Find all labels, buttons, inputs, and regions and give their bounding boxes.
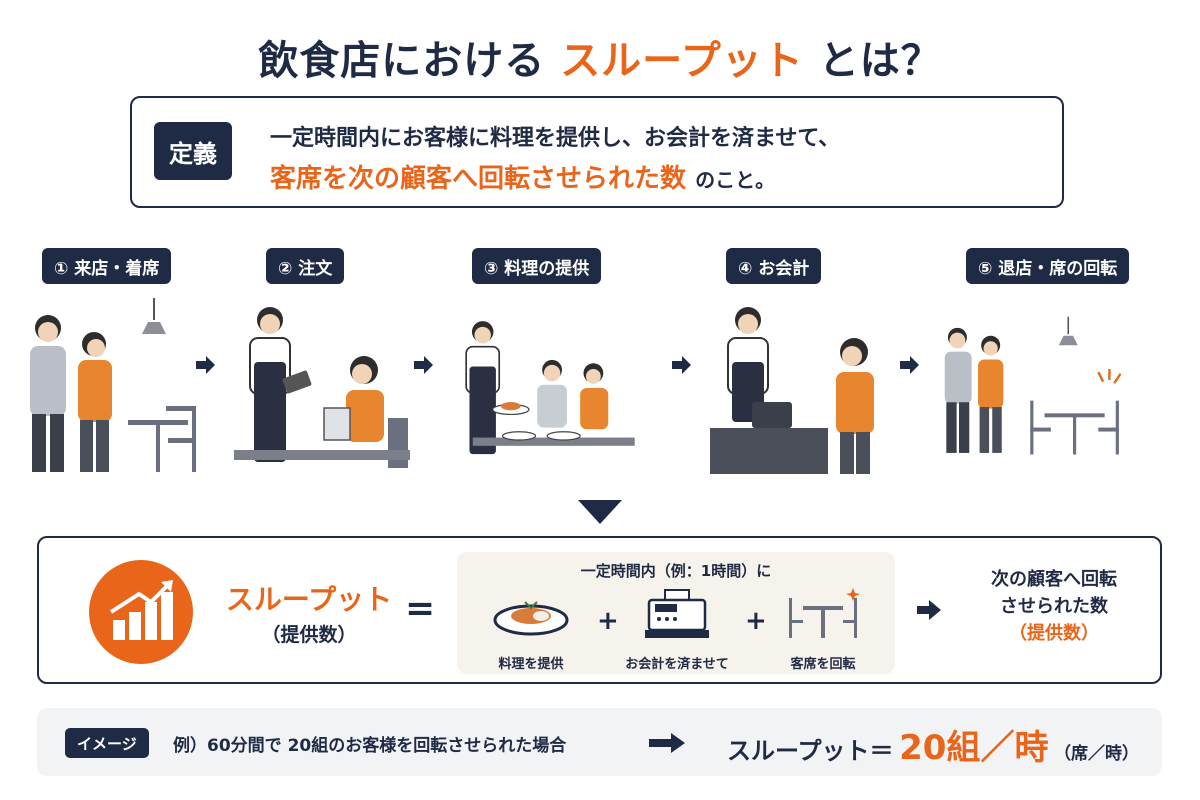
register-icon <box>645 589 709 638</box>
title-accent: スループット <box>560 38 804 84</box>
time-condition-label: 一定時間内（例：1時間）に <box>580 562 772 580</box>
step-label-1: ① 来店・着席 <box>42 248 172 284</box>
example-result-value: 20組／時 <box>899 728 1049 768</box>
formula-box: スループット （提供数） = 一定時間内（例：1時間）に 料理を提供 + お会計… <box>37 536 1162 684</box>
definition-tail: のこと。 <box>695 168 776 192</box>
equals-sign: = <box>405 588 436 629</box>
scene-leaving-illustration <box>944 316 1122 455</box>
formula-result: 次の顧客へ回転 させられた数 （提供数） <box>959 566 1149 647</box>
definition-box: 定義 一定時間内にお客様に料理を提供し、お会計を済ませて、 客席を次の顧客へ回転… <box>130 96 1064 208</box>
arrow-right-icon <box>649 733 685 753</box>
component-checkout: お会計を済ませて <box>617 588 737 672</box>
dish-icon <box>493 601 569 636</box>
result-line3: （提供数） <box>1009 623 1099 644</box>
title-suffix: とは？ <box>818 38 942 84</box>
definition-highlight: 客席を次の顧客へ回転させられた数 <box>270 164 687 194</box>
arrow-right-icon <box>917 600 941 620</box>
definition-line1: 一定時間内にお客様に料理を提供し、お会計を済ませて、 <box>270 126 841 151</box>
example-bar: イメージ 例）60分間で 20組のお客様を回転させられた場合 スループット＝ 2… <box>37 708 1162 776</box>
plus-sign: + <box>745 606 767 636</box>
scene-order-illustration <box>234 307 410 468</box>
table-icon <box>789 588 860 638</box>
result-line1: 次の顧客へ回転 <box>991 569 1117 590</box>
arrow-right-icon <box>900 356 919 374</box>
component-caption: 料理を提供 <box>498 657 564 672</box>
example-badge: イメージ <box>65 728 149 758</box>
title-prefix: 飲食店における <box>258 38 546 84</box>
example-text: 例）60分間で 20組のお客様を回転させられた場合 <box>173 736 567 756</box>
component-caption: お会計を済ませて <box>625 657 729 672</box>
growth-chart-icon <box>89 560 193 664</box>
throughput-label: スループット <box>225 583 393 616</box>
definition-badge: 定義 <box>154 122 232 180</box>
down-triangle-icon <box>578 500 622 524</box>
step-label-2: ② 注文 <box>266 248 345 284</box>
throughput-sublabel: （提供数） <box>261 624 357 646</box>
example-result-label: スループット＝ <box>727 737 894 765</box>
step-label-4: ④ お会計 <box>726 248 822 284</box>
step-label-5: ⑤ 退店・席の回転 <box>966 248 1130 284</box>
scene-checkout-illustration <box>710 307 874 474</box>
component-serve-food: 料理を提供 <box>471 588 591 672</box>
formula-components-panel: 一定時間内（例：1時間）に 料理を提供 + お会計を済ませて + <box>457 552 895 674</box>
definition-line2: 客席を次の顧客へ回転させられた数 のこと。 <box>270 158 775 195</box>
result-line2: させられた数 <box>1000 596 1108 617</box>
component-caption: 客席を回転 <box>790 657 856 672</box>
component-table-turn: 客席を回転 <box>763 588 883 672</box>
example-result-unit: （席／時） <box>1054 744 1140 764</box>
scene-serving-illustration <box>465 321 635 455</box>
arrow-right-icon <box>414 356 433 374</box>
step-label-3: ③ 料理の提供 <box>472 248 602 284</box>
arrow-right-icon <box>672 356 691 374</box>
arrow-right-icon <box>196 356 215 374</box>
page-title: 飲食店における スループット とは？ <box>0 28 1200 86</box>
plus-sign: + <box>597 606 619 636</box>
example-result: スループット＝ 20組／時 （席／時） <box>727 720 1139 769</box>
scene-arrival-illustration <box>30 298 196 472</box>
